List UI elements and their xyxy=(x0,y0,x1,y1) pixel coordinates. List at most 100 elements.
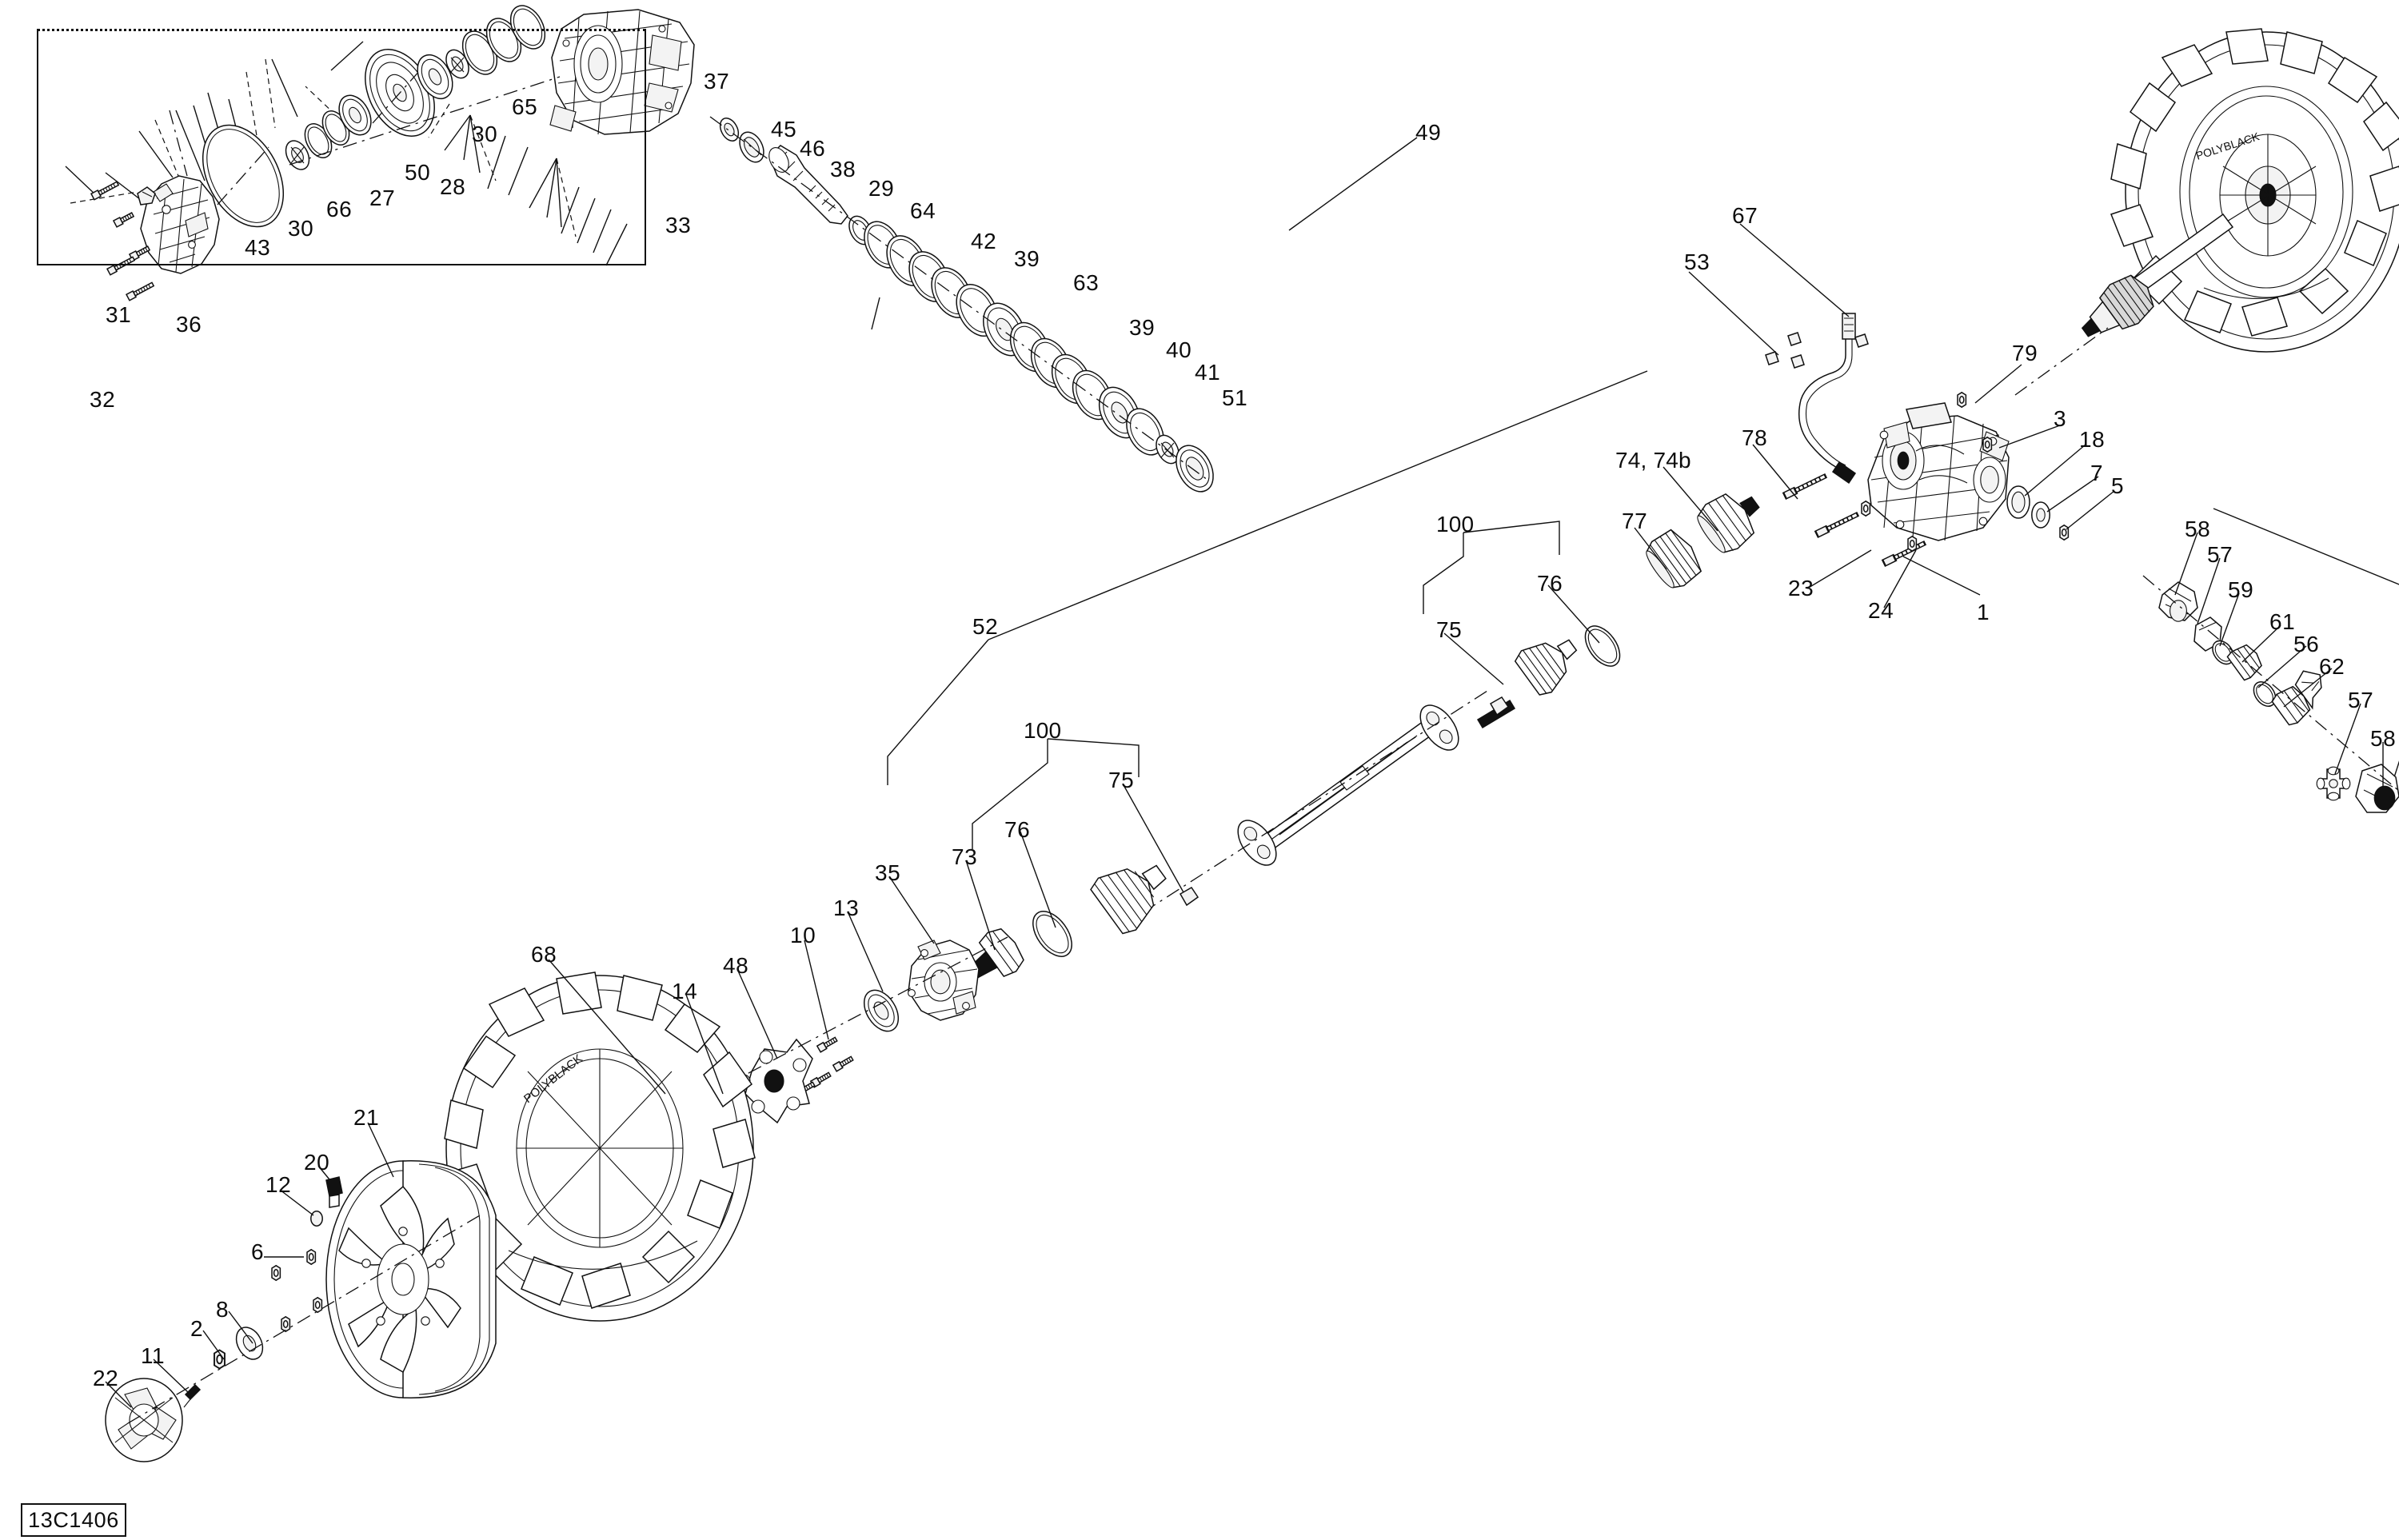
part-64-clutch-plates xyxy=(864,221,972,318)
part-18-seal xyxy=(2006,485,2030,519)
part-75-left-clip xyxy=(1179,887,1200,907)
callout-11: 11 xyxy=(141,1343,166,1368)
callout-59: 59 xyxy=(2228,577,2254,602)
part-75-right-clip xyxy=(1489,696,1510,716)
part-21-wheel-rim xyxy=(325,1160,497,1398)
callout-45: 45 xyxy=(771,117,797,142)
part-40-plate xyxy=(1126,408,1164,456)
callout-14: 14 xyxy=(672,979,698,1003)
callout-67: 67 xyxy=(1732,203,1758,228)
part-57b-spider xyxy=(2316,766,2351,801)
part-76-left-ring xyxy=(1032,911,1072,957)
callout-48: 48 xyxy=(723,953,749,978)
callout-20: 20 xyxy=(304,1150,330,1175)
drawing-number-text: 13C1406 xyxy=(28,1507,119,1532)
callout-31: 31 xyxy=(106,302,132,327)
part-51-bearing xyxy=(1176,445,1214,493)
callout-30: 30 xyxy=(472,122,498,146)
part-60-slip-yoke xyxy=(2271,670,2322,726)
callout-66: 66 xyxy=(326,197,353,221)
bracket-100-right xyxy=(1423,521,1560,614)
main-leader-lines xyxy=(105,223,2384,1408)
callout-41: 41 xyxy=(1195,360,1221,385)
callout-58: 58 xyxy=(2370,726,2397,751)
part-79-nut xyxy=(1957,392,1967,408)
callout-51: 51 xyxy=(1222,385,1248,410)
callout-27: 27 xyxy=(369,186,396,210)
callout-5: 5 xyxy=(2111,473,2125,498)
callout-79: 79 xyxy=(2012,341,2038,365)
callout-68: 68 xyxy=(531,942,557,967)
part-65-shim-rings xyxy=(461,5,546,75)
callout-58: 58 xyxy=(2185,517,2211,541)
part-28-clutch-disc xyxy=(417,54,453,100)
callout-100: 100 xyxy=(1024,718,1062,743)
callout-49: 49 xyxy=(1415,120,1442,145)
part-5-bolt xyxy=(2059,525,2070,541)
part-22-hub-cap xyxy=(105,1378,183,1462)
callout-35: 35 xyxy=(875,860,901,885)
callout-39: 39 xyxy=(1129,315,1156,340)
part-43-o-ring xyxy=(202,124,285,228)
part-66-seal-rings xyxy=(304,110,350,158)
callout-10: 10 xyxy=(790,923,816,948)
callout-39: 39 xyxy=(1014,246,1040,271)
part-27-bearing xyxy=(338,94,372,136)
part-74-cv-joint xyxy=(1697,493,1760,553)
part-49-rear-differential xyxy=(1867,402,2010,541)
part-rear-right-cv-axle xyxy=(2014,213,2234,396)
part-cv-boot-left xyxy=(1090,864,1167,935)
callout-13: 13 xyxy=(833,896,860,920)
callout-62: 62 xyxy=(2319,654,2345,679)
part-37-differential-housing xyxy=(549,9,695,135)
bracket-100-left xyxy=(972,738,1140,849)
part-46-bearing xyxy=(739,131,764,163)
inset-detail-group xyxy=(65,5,1214,493)
part-6-lug-nuts xyxy=(271,1249,323,1332)
callout-1: 1 xyxy=(1977,600,1990,624)
callout-76: 76 xyxy=(1004,817,1031,842)
callout-29: 29 xyxy=(868,176,895,201)
part-52-propeller-shaft xyxy=(1119,690,1488,928)
callout-33: 33 xyxy=(665,213,692,237)
callout-46: 46 xyxy=(800,136,826,161)
part-62-ring xyxy=(2253,681,2277,707)
part-59-yoke xyxy=(2158,581,2198,622)
callout-74-74b: 74, 74b xyxy=(1615,448,1691,473)
callout-77: 77 xyxy=(1622,509,1648,533)
part-30b-washer xyxy=(445,49,469,79)
callout-42: 42 xyxy=(971,229,997,253)
part-11-cotter-pin xyxy=(183,1383,202,1408)
callout-36: 36 xyxy=(176,312,202,337)
part-45-spacer xyxy=(719,118,740,142)
callout-24: 24 xyxy=(1868,598,1894,623)
callout-3: 3 xyxy=(2054,406,2067,431)
callout-52: 52 xyxy=(972,614,999,639)
bracket-55 xyxy=(2213,508,2399,778)
callout-7: 7 xyxy=(2090,461,2104,485)
part-13-wheel-bearing xyxy=(863,989,900,1032)
part-56-sleeve xyxy=(2226,644,2262,681)
part-68-front-tire: POLYBLACK xyxy=(444,971,756,1322)
callout-49-leader xyxy=(1288,137,1418,231)
callout-75: 75 xyxy=(1436,617,1463,642)
callout-12: 12 xyxy=(265,1172,292,1197)
part-38-pinion-shaft xyxy=(768,145,848,225)
callout-18: 18 xyxy=(2079,427,2106,452)
callout-78: 78 xyxy=(1742,425,1768,450)
callout-43: 43 xyxy=(245,235,271,260)
callout-28: 28 xyxy=(440,174,466,199)
part-12-valve-cap xyxy=(310,1211,323,1227)
part-35-knuckle xyxy=(908,940,980,1021)
part-48-hub-flange xyxy=(736,1038,813,1124)
callout-37: 37 xyxy=(704,69,730,94)
callout-64: 64 xyxy=(910,198,936,223)
callout-2: 2 xyxy=(190,1316,204,1341)
callout-21: 21 xyxy=(353,1105,380,1130)
callout-6: 6 xyxy=(251,1239,265,1264)
callout-75: 75 xyxy=(1108,768,1135,792)
part-36-differential-cover xyxy=(140,175,220,274)
part-3-nut xyxy=(1982,437,1993,453)
